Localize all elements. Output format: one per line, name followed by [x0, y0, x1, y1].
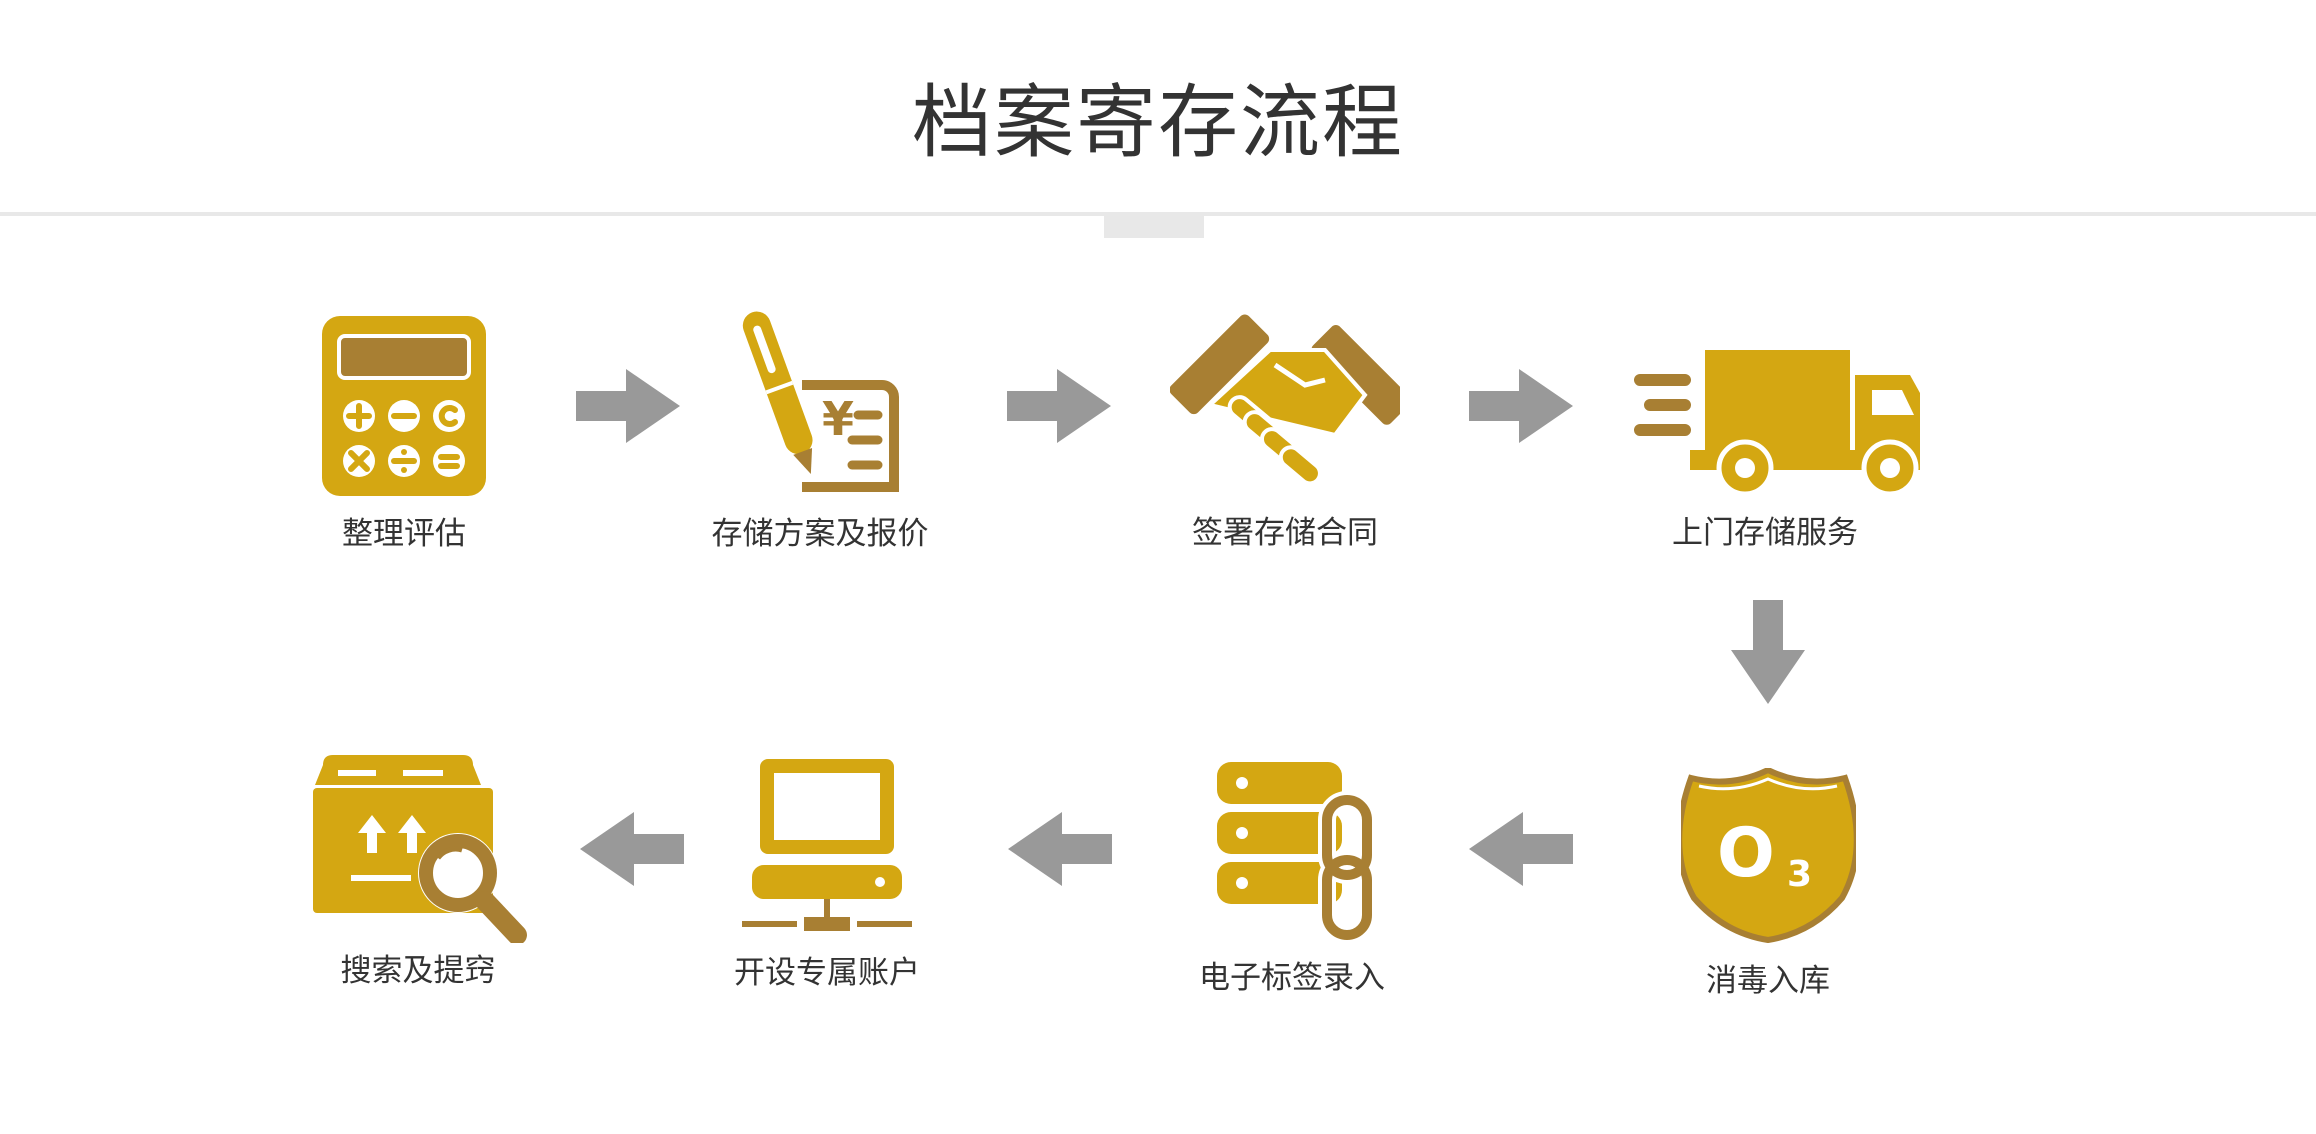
step-label: 存储方案及报价	[711, 516, 929, 552]
arrow-right-icon	[1469, 369, 1573, 443]
truck-icon	[1634, 350, 1920, 495]
arrow-left-icon	[1008, 812, 1112, 886]
svg-text:3: 3	[1787, 854, 1812, 895]
step-rfid: 电子标签录入	[1112, 760, 1472, 997]
divider-tab	[1104, 212, 1204, 238]
step-disinfect: O 3 消毒入库	[1588, 768, 1948, 1000]
calculator-icon	[322, 316, 486, 496]
server-link-icon	[1217, 762, 1376, 940]
step-contract: 签署存储合同	[1105, 305, 1465, 552]
step-label: 电子标签录入	[1199, 960, 1385, 996]
step-label: 整理评估	[342, 516, 466, 552]
pen-quote-icon: ¥	[742, 311, 899, 492]
step-label: 消毒入库	[1706, 963, 1830, 999]
page-title: 档案寄存流程	[912, 76, 1404, 169]
arrow-down-icon	[1731, 600, 1805, 704]
ozone-shield-icon: O 3	[1680, 768, 1856, 943]
box-search-icon	[313, 755, 527, 943]
step-label: 签署存储合同	[1192, 515, 1378, 551]
step-label: 搜索及提窍	[340, 953, 496, 989]
arrow-right-icon	[1007, 369, 1111, 443]
step-pickup: 上门存储服务	[1585, 350, 1945, 552]
computer-network-icon	[742, 759, 912, 931]
step-retrieve: 搜索及提窍	[238, 753, 598, 990]
arrow-left-icon	[1469, 812, 1573, 886]
step-label: 上门存储服务	[1672, 515, 1858, 551]
arrow-right-icon	[576, 369, 680, 443]
step-quote: ¥ 存储方案及报价	[640, 305, 1000, 553]
arrow-left-icon	[580, 812, 684, 886]
handshake-icon	[1170, 314, 1400, 486]
step-evaluate: 整理评估	[224, 316, 584, 553]
step-account: 开设专属账户	[647, 757, 1007, 992]
svg-text:O: O	[1717, 814, 1775, 893]
step-label: 开设专属账户	[734, 955, 920, 991]
